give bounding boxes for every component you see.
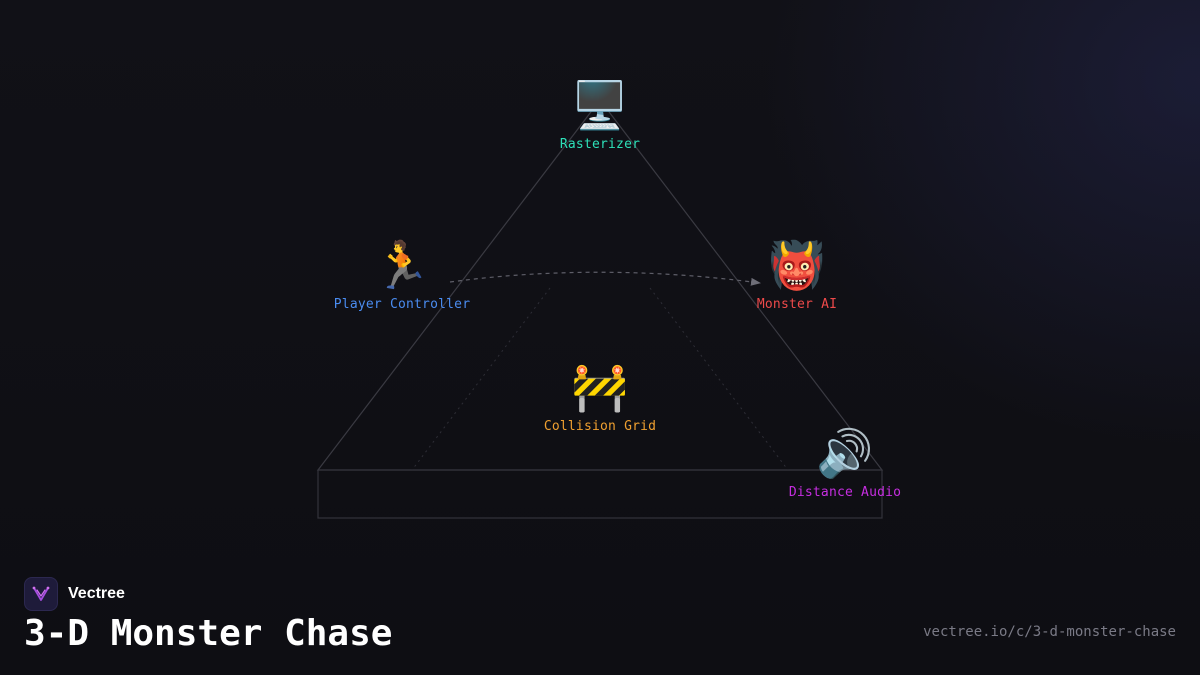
construction-barrier-icon: 🚧 (571, 360, 629, 414)
speaker-icon: 🔊 (816, 426, 874, 480)
inner-dotted-right (649, 287, 789, 471)
node-monster-ai[interactable]: 👹 Monster AI (697, 237, 897, 312)
node-label: Rasterizer (559, 137, 641, 152)
brand[interactable]: Vectree (24, 577, 125, 611)
node-label: Distance Audio (788, 485, 902, 500)
node-player-controller[interactable]: 🏃 Player Controller (302, 237, 502, 312)
node-distance-audio[interactable]: 🔊 Distance Audio (745, 425, 945, 500)
monitor-icon: 🖥️ (571, 78, 629, 132)
node-collision-grid[interactable]: 🚧 Collision Grid (500, 359, 700, 434)
ogre-icon: 👹 (768, 238, 826, 292)
page-url[interactable]: vectree.io/c/3-d-monster-chase (923, 624, 1176, 640)
running-person-icon: 🏃 (373, 238, 431, 292)
page-title: 3-D Monster Chase (24, 613, 393, 654)
node-rasterizer[interactable]: 🖥️ Rasterizer (500, 77, 700, 152)
inner-dotted-left (411, 287, 551, 471)
node-label: Monster AI (756, 297, 838, 312)
brand-name: Vectree (68, 585, 125, 602)
pyramid-base (317, 469, 883, 519)
edge-player-to-monster (449, 271, 761, 286)
vectree-logo-icon (24, 577, 58, 611)
node-label: Player Controller (333, 297, 471, 312)
node-label: Collision Grid (543, 419, 657, 434)
